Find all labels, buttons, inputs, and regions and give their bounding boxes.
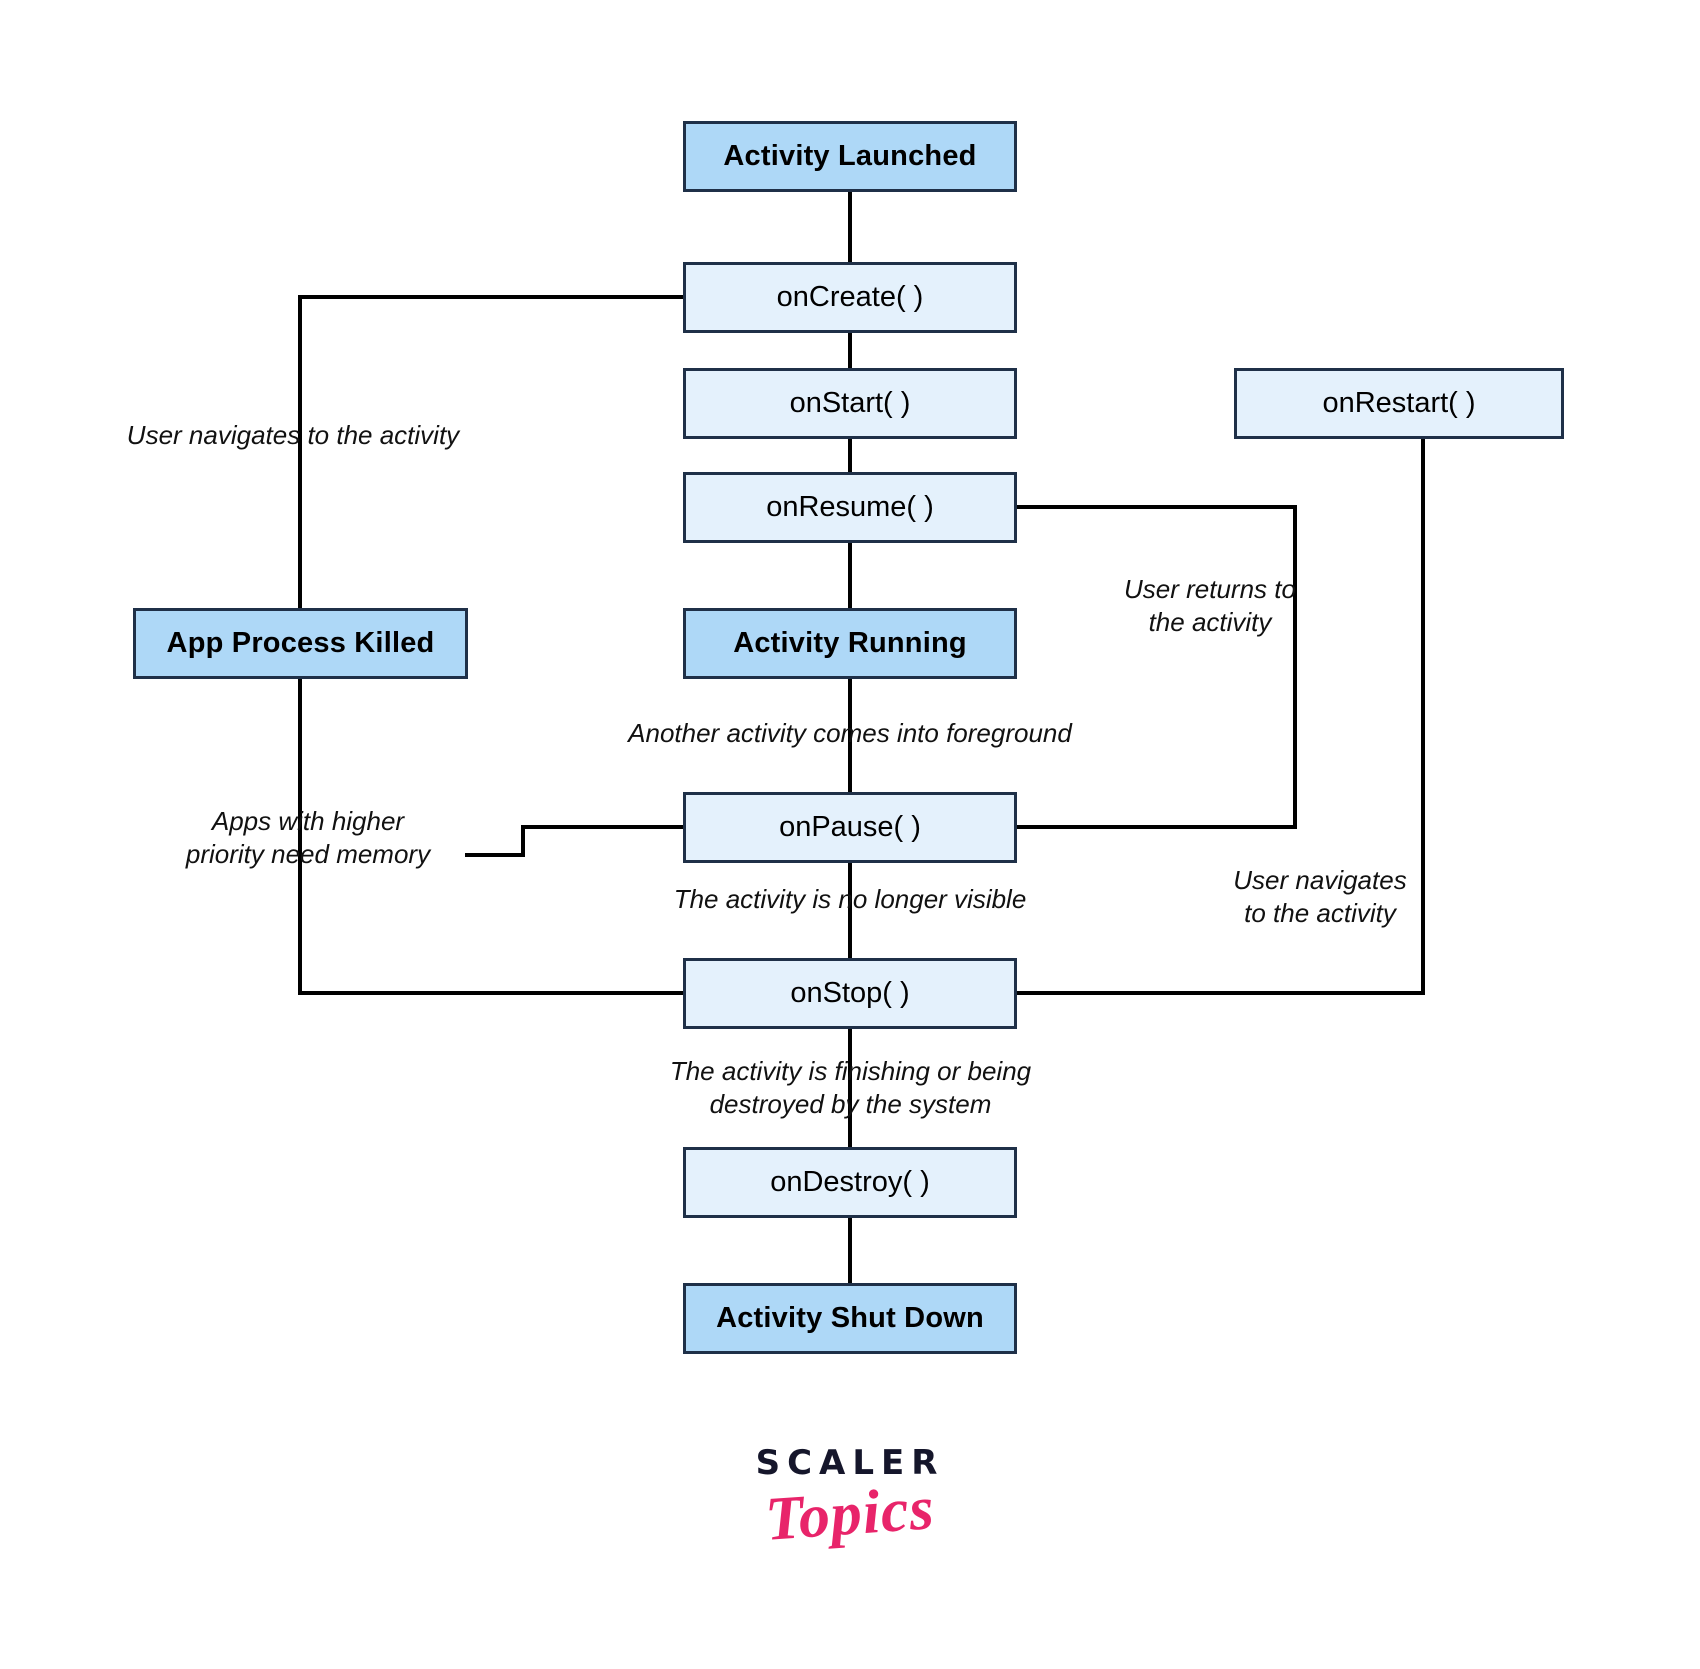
node-label: onStop( ): [790, 976, 910, 1009]
node-label: Activity Launched: [723, 139, 977, 172]
edge-label-activity-no-longer-visible: The activity is no longer visible: [673, 884, 1027, 914]
edge-onrestart-to-onstop-right: [1017, 439, 1425, 995]
node-label: onDestroy( ): [770, 1165, 930, 1198]
node-oncreate[interactable]: onCreate( ): [683, 262, 1017, 333]
scaler-topics-logo: SCALER Topics: [0, 1443, 1700, 1554]
node-label: onResume( ): [766, 490, 934, 523]
node-label: Activity Running: [733, 626, 967, 659]
edge-oncreate-to-process-killed-left: [298, 295, 683, 608]
edge-label-user-returns-to-the-activity: User returns to the activity: [1124, 574, 1296, 638]
edge-label-activity-finishing-destroyed: The activity is finishing or being destr…: [669, 1056, 1032, 1120]
edge-onpause-to-memory-step: [465, 825, 683, 857]
node-label: onRestart( ): [1322, 386, 1476, 419]
node-label: onStart( ): [789, 386, 911, 419]
node-activity-launched[interactable]: Activity Launched: [683, 121, 1017, 192]
edge-label-apps-higher-priority-memory: Apps with higher priority need memory: [185, 806, 431, 870]
node-onpause[interactable]: onPause( ): [683, 792, 1017, 863]
node-onstart[interactable]: onStart( ): [683, 368, 1017, 439]
node-ondestroy[interactable]: onDestroy( ): [683, 1147, 1017, 1218]
node-activity-shut-down[interactable]: Activity Shut Down: [683, 1283, 1017, 1354]
node-label: onPause( ): [779, 810, 921, 843]
node-app-process-killed[interactable]: App Process Killed: [133, 608, 468, 679]
node-onrestart[interactable]: onRestart( ): [1234, 368, 1564, 439]
node-label: onCreate( ): [776, 280, 924, 313]
edge-label-user-navigates-to-activity-left: User navigates to the activity: [126, 420, 460, 450]
edge-onresume-to-onpause-right: [1017, 505, 1297, 829]
node-activity-running[interactable]: Activity Running: [683, 608, 1017, 679]
node-label: Activity Shut Down: [716, 1301, 984, 1334]
node-onstop[interactable]: onStop( ): [683, 958, 1017, 1029]
node-label: App Process Killed: [166, 626, 435, 659]
logo-wordmark-scaler: SCALER: [755, 1443, 945, 1483]
edge-label-another-activity-foreground: Another activity comes into foreground: [628, 718, 1072, 748]
node-onresume[interactable]: onResume( ): [683, 472, 1017, 543]
edge-process-killed-to-onstop-left: [298, 679, 683, 995]
edge-label-user-navigates-to-activity-right: User navigates to the activity: [1233, 865, 1407, 929]
